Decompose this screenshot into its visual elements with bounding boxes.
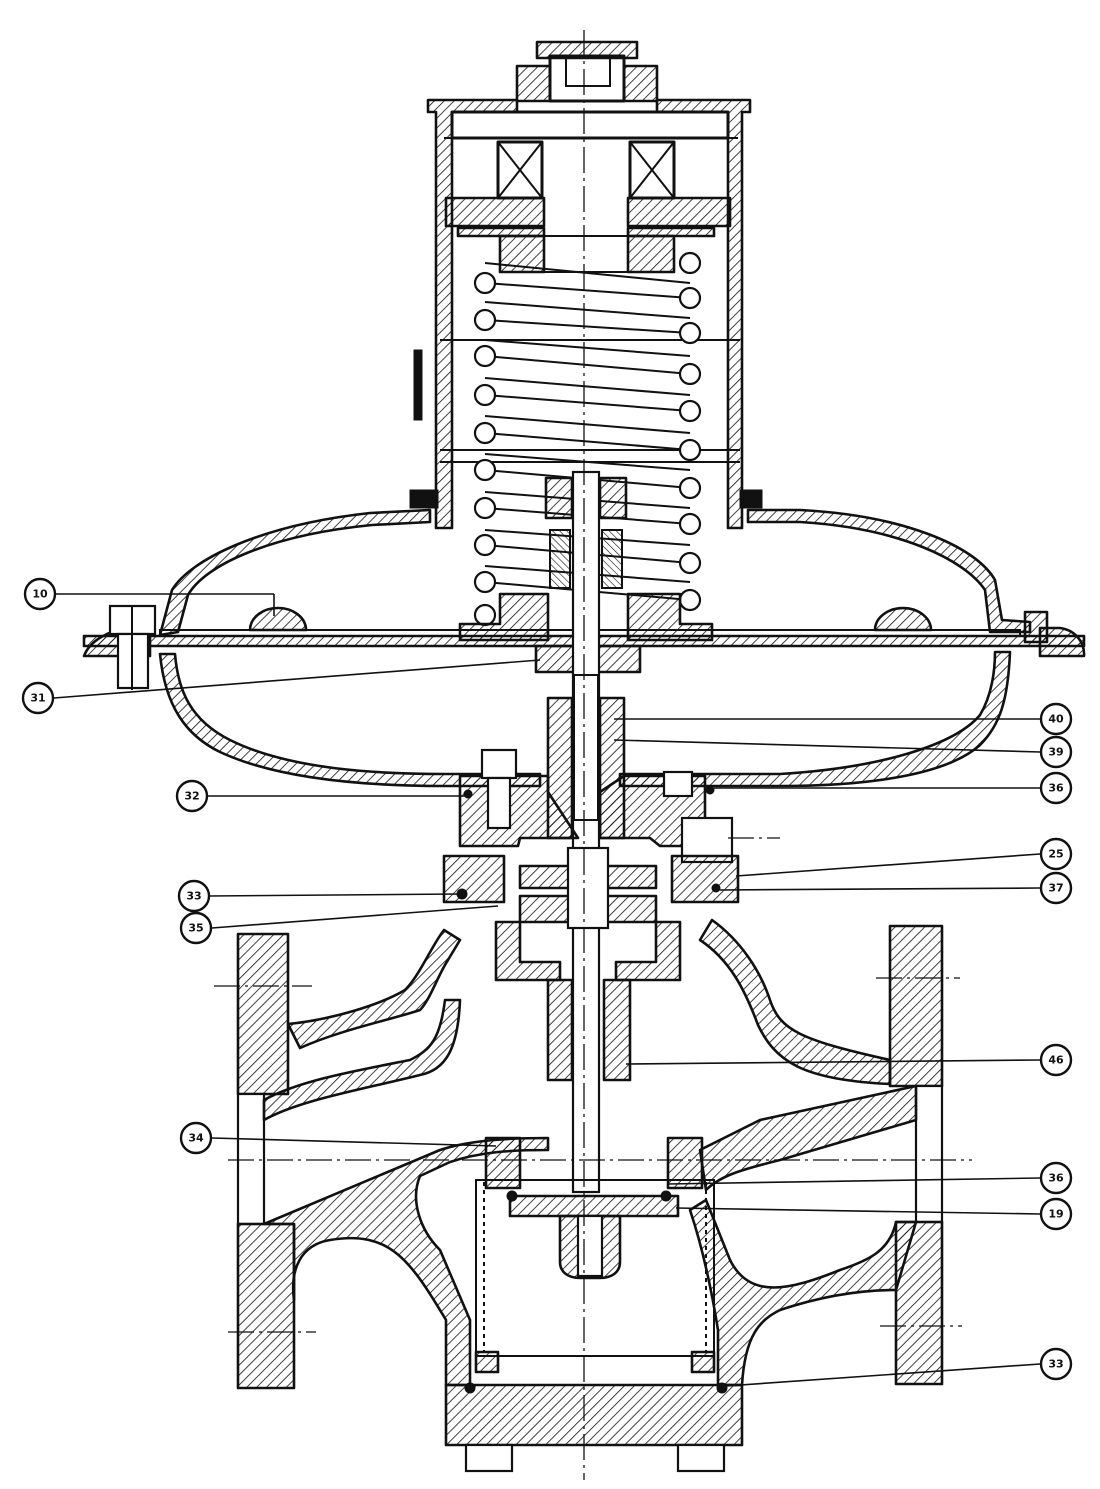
callout-33-lower-label: 33 xyxy=(1048,1358,1063,1371)
callout-32-label: 32 xyxy=(184,790,199,803)
callout-10-label: 10 xyxy=(32,588,48,601)
spring-housing xyxy=(413,98,752,530)
piston-assembly xyxy=(494,846,682,1082)
callout-46-label: 46 xyxy=(1048,1054,1064,1067)
callout-33-upper: 33 xyxy=(177,879,211,913)
callout-34: 34 xyxy=(179,1121,213,1155)
callout-19: 19 xyxy=(1039,1197,1073,1231)
callout-39: 39 xyxy=(1039,735,1073,769)
callout-31-label: 31 xyxy=(30,692,45,705)
callout-36-upper: 36 xyxy=(1039,771,1073,805)
callout-25-label: 25 xyxy=(1048,848,1063,861)
callout-37: 37 xyxy=(1039,871,1073,905)
callout-37-label: 37 xyxy=(1048,882,1063,895)
callout-36-lower-label: 36 xyxy=(1048,1172,1064,1185)
callout-35: 35 xyxy=(179,911,213,945)
leader-lines xyxy=(53,593,1041,1387)
callout-36-lower: 36 xyxy=(1039,1161,1073,1195)
callout-36-upper-label: 36 xyxy=(1048,782,1064,795)
callout-35-label: 35 xyxy=(188,922,203,935)
diaphragm-case xyxy=(82,489,1086,788)
callout-46: 46 xyxy=(1039,1043,1073,1077)
callout-10: 10 xyxy=(23,577,57,611)
callout-34-label: 34 xyxy=(188,1132,204,1145)
callout-32: 32 xyxy=(175,779,209,813)
callout-40: 40 xyxy=(1039,702,1073,736)
callout-33-lower: 33 xyxy=(1039,1347,1073,1381)
callout-40-label: 40 xyxy=(1048,713,1064,726)
main-spring xyxy=(473,251,702,627)
valve-body xyxy=(236,785,944,1473)
bonnet xyxy=(442,748,740,904)
callout-39-label: 39 xyxy=(1048,746,1063,759)
callout-25: 25 xyxy=(1039,837,1073,871)
callout-31: 31 xyxy=(21,681,55,715)
callout-33-upper-label: 33 xyxy=(186,890,201,903)
callout-19-label: 19 xyxy=(1048,1208,1063,1221)
adjusting-cap xyxy=(515,40,659,103)
center-lines xyxy=(214,30,972,1480)
